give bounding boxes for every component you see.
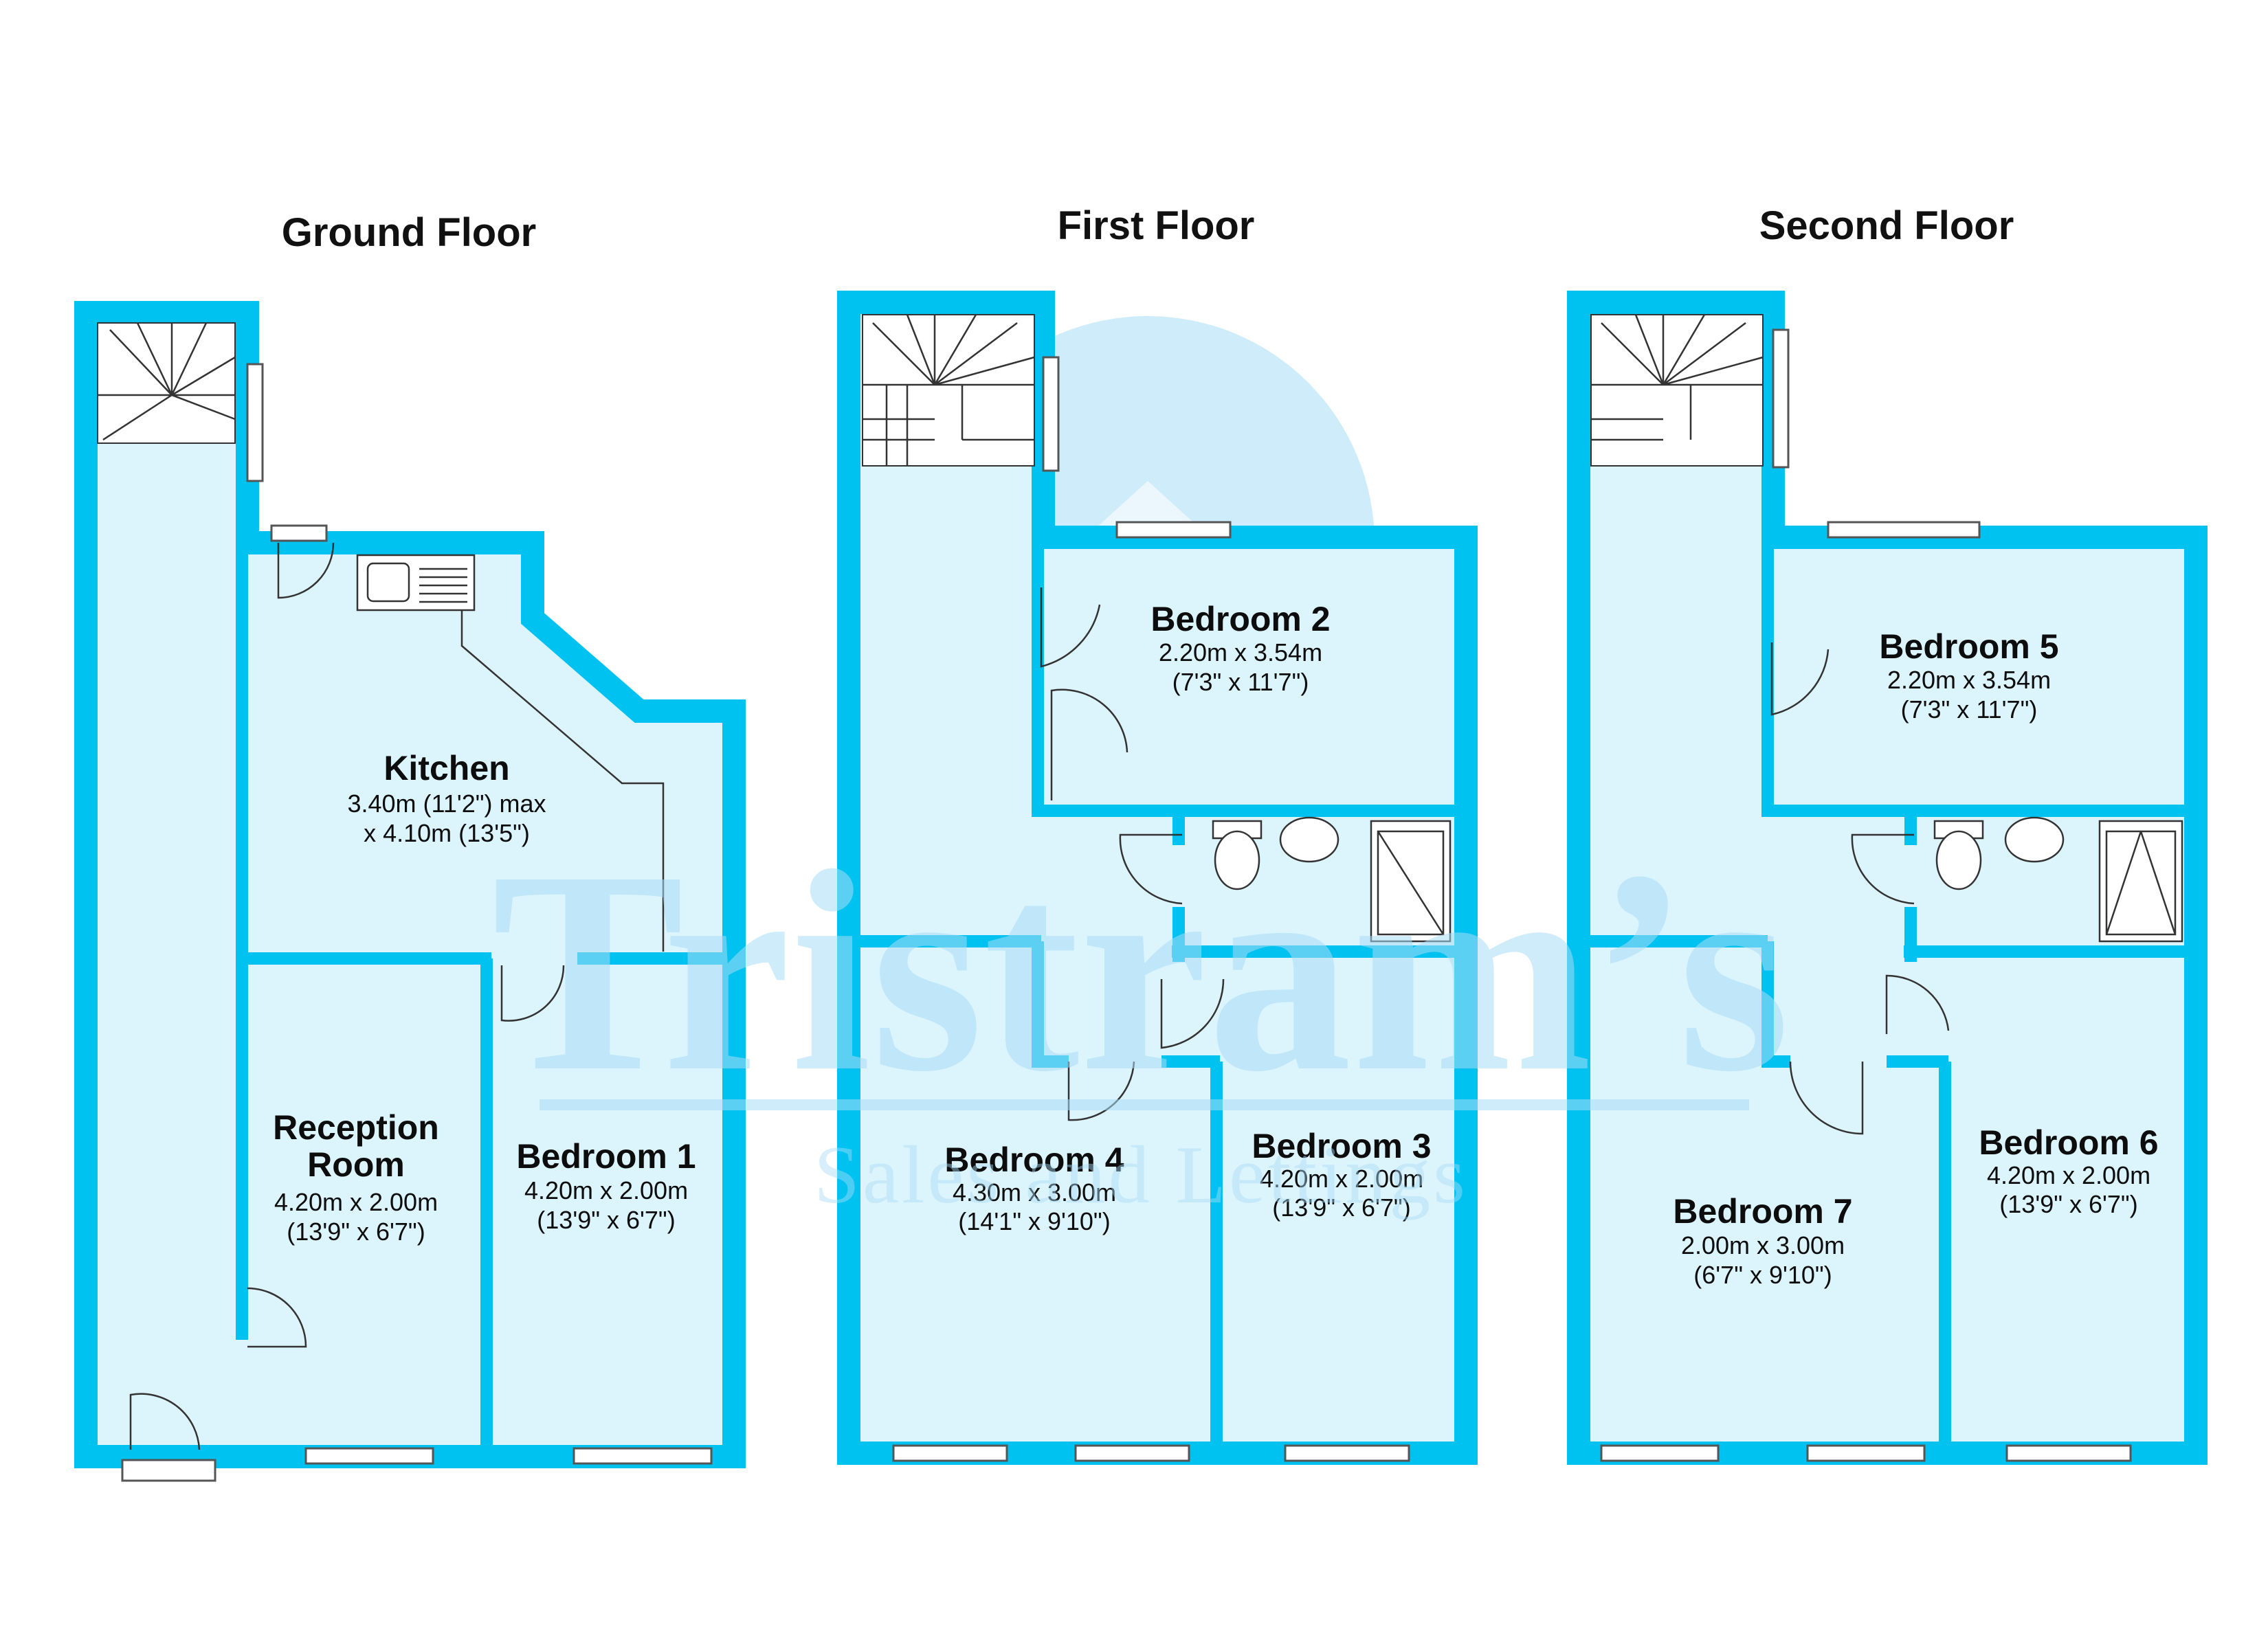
bedroom4-dim-line1: 4.30m x 3.00m [953, 1178, 1116, 1207]
bedroom3-label: Bedroom 3 [1252, 1127, 1431, 1165]
bedroom6-label: Bedroom 6 [1979, 1123, 2158, 1162]
bedroom2-window [1115, 521, 1232, 539]
bedroom6-dim-line1: 4.20m x 2.00m [1987, 1161, 2150, 1189]
second-landing-window [1772, 328, 1790, 469]
second-toilet-icon [1935, 830, 1982, 890]
watermark-tagline: Sales and Lettings [814, 1129, 1468, 1220]
reception-label-line2: Room [307, 1145, 405, 1184]
bedroom1-dim-line1: 4.20m x 2.00m [524, 1176, 688, 1204]
watermark-brand: Tristram’s [491, 811, 1790, 1131]
bedroom5-label: Bedroom 5 [1879, 627, 2058, 666]
first-floor-title: First Floor [1058, 203, 1255, 248]
bedroom6-window [2005, 1444, 2132, 1462]
bedroom4-dim-line2: (14'1" x 9'10") [958, 1207, 1110, 1235]
ground-back-door [277, 542, 335, 599]
bedroom4-window-left [892, 1444, 1008, 1462]
bedroom1-label: Bedroom 1 [516, 1137, 696, 1176]
bedroom2-door [1040, 587, 1101, 668]
toilet-icon [1214, 830, 1260, 890]
first-basin-icon [1279, 816, 1339, 863]
first-floor-area [849, 302, 1466, 1453]
ground-reception-window [304, 1447, 434, 1465]
bedroom7-window-right [1806, 1444, 1926, 1462]
bedroom7-wall-left-top [1761, 941, 1790, 1068]
kitchen-door [500, 965, 565, 1022]
kitchen-dim-line1: 3.40m (11'2") max [347, 789, 546, 818]
second-floor: Second Floor [1567, 203, 2208, 1465]
bedroom3-door [1160, 978, 1225, 1049]
first-floor-outer-wall [837, 291, 1478, 1465]
bedroom3-dim-line1: 4.20m x 2.00m [1260, 1165, 1423, 1193]
bedroom2-walls [1032, 543, 1460, 817]
second-floor-title: Second Floor [1759, 203, 2014, 248]
second-bathroom-door [1851, 833, 1915, 905]
bedroom2-dim-line1: 2.20m x 3.54m [1159, 638, 1322, 666]
ground-floor: Ground Floor [74, 210, 746, 1482]
second-stairs [1590, 314, 1764, 467]
ground-hall-window [246, 363, 264, 482]
bedroom2-label: Bedroom 2 [1150, 600, 1330, 638]
bedroom6-door [1885, 974, 1950, 1034]
bedroom7-window-left [1600, 1444, 1720, 1462]
reception-label-line1: Reception [273, 1108, 439, 1147]
ground-floor-title: Ground Floor [282, 210, 537, 255]
second-shower-icon [2098, 820, 2183, 943]
bedroom7-door [1789, 1061, 1864, 1135]
ground-stairs [97, 322, 236, 444]
ground-kitchen-window [270, 524, 328, 542]
bathroom-door [1119, 833, 1183, 905]
bedroom7-dim-line2: (6'7" x 9'10") [1693, 1261, 1832, 1289]
first-floor: First Floor [837, 203, 1478, 1465]
second-floor-outer-wall [1567, 291, 2208, 1465]
reception-dim-line2: (13'9" x 6'7") [287, 1218, 425, 1246]
bedroom5-window [1827, 521, 1981, 539]
kitchen-sink-icon [356, 554, 476, 612]
second-basin-icon [2004, 816, 2065, 863]
kitchen-dim-line2: x 4.10m (13'5") [364, 819, 530, 847]
bedroom7-dim-line1: 2.00m x 3.00m [1681, 1231, 1845, 1259]
second-floor-area [1579, 302, 2196, 1453]
bedroom5-dim-line2: (7'3" x 11'7") [1901, 695, 2038, 723]
reception-door [247, 1287, 307, 1348]
bedroom2-dim-line2: (7'3" x 11'7") [1172, 668, 1309, 696]
kitchen-counter-edge [460, 558, 665, 952]
bedroom5-walls [1761, 543, 2190, 817]
toilet-cistern-icon [1212, 820, 1263, 840]
bedroom6-dim-line2: (13'9" x 6'7") [1999, 1190, 2137, 1218]
bedroom5-dim-line1: 2.20m x 3.54m [1887, 666, 2051, 694]
first-bathroom-fixtures [1212, 816, 1452, 943]
bedroom4-window-right [1074, 1444, 1190, 1462]
first-stairs [862, 314, 1035, 467]
bedroom4-label: Bedroom 4 [944, 1141, 1124, 1179]
ground-front-door [129, 1393, 201, 1450]
second-bathroom-fixtures [1933, 816, 2183, 943]
ground-bedroom1-window [572, 1447, 713, 1465]
watermark-text: Tristram’s Sales and Lettings [491, 811, 1790, 1220]
ground-front-door-step [121, 1459, 216, 1482]
bedroom5-door [1770, 642, 1830, 716]
kitchen-label: Kitchen [383, 749, 509, 787]
bedroom1-dim-line2: (13'9" x 6'7") [537, 1206, 675, 1234]
first-landing-window [1042, 356, 1060, 472]
bedroom2-cupboard-door [1050, 688, 1129, 800]
bedroom3-dim-line2: (13'9" x 6'7") [1272, 1193, 1410, 1222]
reception-dim-line1: 4.20m x 2.00m [274, 1188, 438, 1216]
bedroom3-window [1284, 1444, 1410, 1462]
watermark-underline [540, 1099, 1749, 1110]
bedroom4-left-top-wall [1032, 941, 1069, 1068]
bedroom7-label: Bedroom 7 [1673, 1192, 1852, 1231]
